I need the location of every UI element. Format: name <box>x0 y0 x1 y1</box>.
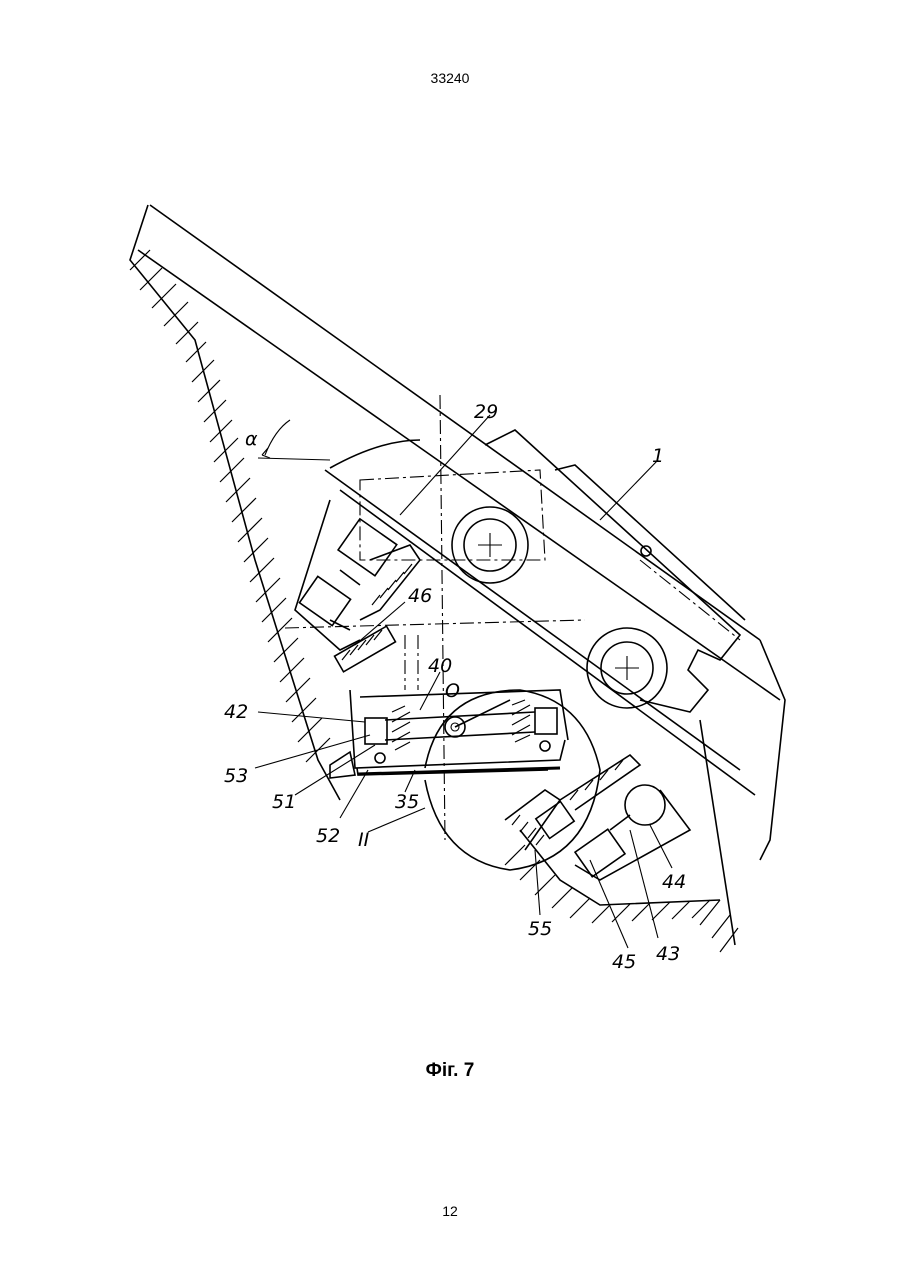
label-51: 51 <box>272 791 296 813</box>
label-29: 29 <box>474 401 498 423</box>
label-alpha: α <box>245 428 258 450</box>
centerline-vertical <box>405 635 418 690</box>
motor-assembly-43-45 <box>505 755 690 880</box>
page-number: 12 <box>0 1203 900 1219</box>
label-46: 46 <box>408 585 432 607</box>
inclined-frame <box>138 205 785 945</box>
figure-caption: Фіг. 7 <box>0 1060 900 1082</box>
label-53: 53 <box>224 765 248 787</box>
label-35: 35 <box>395 791 419 813</box>
label-40: 40 <box>428 655 452 677</box>
label-44: 44 <box>662 871 686 893</box>
label-45: 45 <box>612 951 636 973</box>
label-ii: II <box>358 829 370 851</box>
label-42: 42 <box>224 701 248 723</box>
ground-hatching <box>130 205 738 952</box>
lower-box-assembly <box>330 690 600 870</box>
label-1: 1 <box>652 445 664 467</box>
label-52: 52 <box>316 825 340 847</box>
label-o: O <box>445 680 460 702</box>
label-43: 43 <box>656 943 680 965</box>
angle-alpha: α <box>245 420 330 460</box>
leader-lines <box>255 415 672 948</box>
rollers <box>452 507 667 708</box>
reference-labels: 1 29 46 40 O 42 53 51 52 35 II 55 45 43 … <box>224 401 686 973</box>
label-55: 55 <box>528 918 552 940</box>
